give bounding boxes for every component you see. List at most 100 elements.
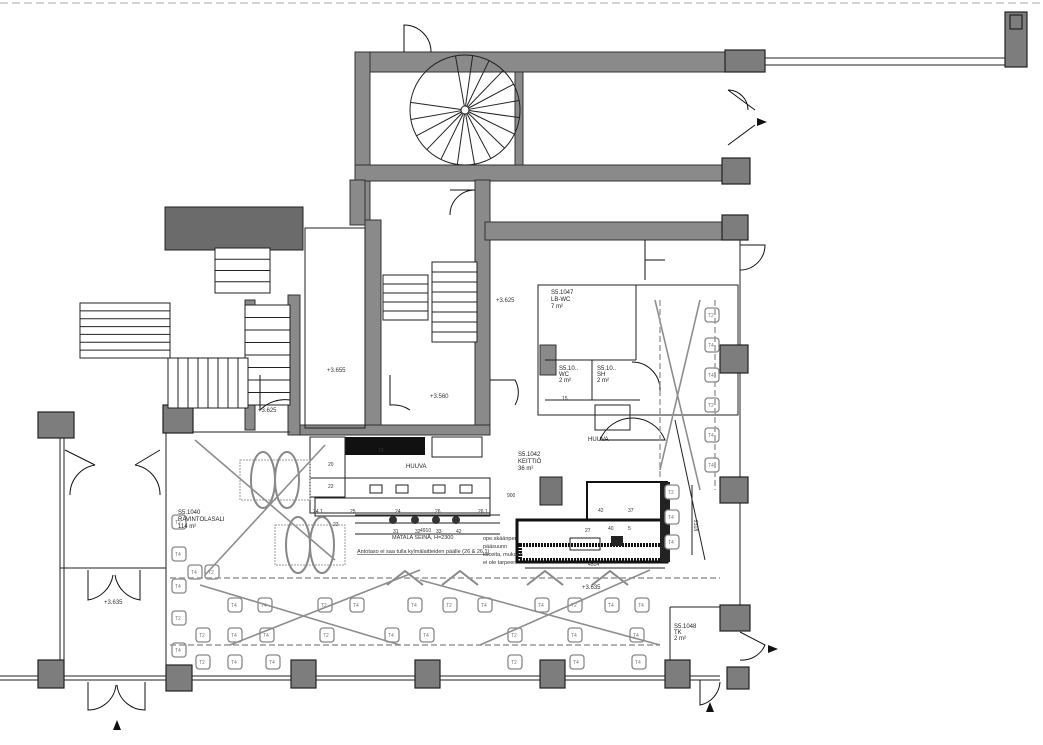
- level-corridor: +3.625: [496, 298, 515, 304]
- doors: [64, 24, 766, 711]
- dining-table: T2: [664, 484, 680, 500]
- table-top: [265, 654, 281, 670]
- lighting-lines: [170, 299, 720, 646]
- svg-text:ope.skäänpen: ope.skäänpen: [483, 536, 518, 542]
- table-label: T4: [638, 603, 644, 609]
- stairs: [79, 247, 478, 409]
- equipment-number: 15: [562, 396, 568, 402]
- table-label: T2: [199, 660, 205, 666]
- table-label: T4: [175, 584, 181, 590]
- table-label: T4: [175, 552, 181, 558]
- dim-counter-length: 4910: [420, 528, 431, 534]
- table-top: [204, 564, 220, 580]
- table-label: T4: [231, 603, 237, 609]
- dining-table: T2: [704, 307, 720, 323]
- stair-tread: [416, 111, 462, 137]
- dining-table: T2: [704, 397, 720, 413]
- dining-table: T4: [171, 546, 187, 562]
- svg-text:ei ole tarpeen: ei ole tarpeen: [483, 560, 516, 566]
- table-label: T4: [481, 603, 487, 609]
- equipment-number: 20: [328, 462, 334, 468]
- stair-flight: [382, 274, 429, 321]
- dining-table: T4: [349, 597, 365, 613]
- dining-table: T4: [187, 564, 203, 580]
- stair-tread: [467, 70, 504, 108]
- table-label: T4: [668, 515, 674, 521]
- table-top: [171, 578, 187, 594]
- table-label: T2: [668, 490, 674, 496]
- equipment-number: 24.1: [313, 509, 323, 515]
- dining-table: T4: [265, 654, 281, 670]
- svg-text:S5.1047: S5.1047: [551, 290, 574, 296]
- table-label: T4: [708, 463, 714, 469]
- table-label: T2: [708, 313, 714, 319]
- entrance-arrow: [706, 702, 714, 712]
- angled-table: [591, 569, 629, 586]
- table-top: [171, 514, 187, 530]
- table-top: [507, 654, 523, 670]
- svg-text:TK: TK: [674, 630, 682, 636]
- table-label: T4: [608, 603, 614, 609]
- room-label-lbwc: S5.1047 LB-WC 7 m²: [551, 290, 574, 310]
- level-stair-mid: +3.560: [430, 394, 449, 400]
- equipment-number: 42: [598, 508, 604, 514]
- svg-text:S5.10..: S5.10..: [559, 366, 578, 372]
- stair-tread: [426, 112, 463, 150]
- table-top: [664, 534, 680, 550]
- dining-table: T4: [227, 597, 243, 613]
- level-dining: +3.635: [582, 585, 601, 591]
- table-top: [704, 367, 720, 383]
- svg-text:pääsuunn: pääsuunn: [483, 544, 507, 550]
- dining-table: T2: [319, 627, 335, 643]
- columns: [37, 11, 1028, 692]
- stair-tread: [468, 111, 515, 135]
- dining-table: T2: [171, 610, 187, 626]
- equipment-number: 25: [350, 509, 356, 515]
- table-label: T4: [423, 633, 429, 639]
- table-top: [704, 457, 720, 473]
- booth-grid: [274, 524, 346, 566]
- booth-seat: [274, 451, 300, 509]
- table-label: T4: [353, 603, 359, 609]
- table-top: [534, 597, 550, 613]
- roof-block: [164, 206, 304, 251]
- dim-counter-depth: 900: [507, 493, 516, 499]
- dining-table: T4: [171, 578, 187, 594]
- stair-tread: [467, 112, 505, 149]
- table-top: [187, 564, 203, 580]
- equipment-number: 26: [435, 509, 441, 515]
- svg-text:114 m²: 114 m²: [178, 524, 196, 530]
- svg-text:7 m²: 7 m²: [551, 304, 563, 310]
- dim-kitchen-depth: 2318: [692, 520, 698, 531]
- dining-table: T2: [204, 564, 220, 580]
- table-label: T4: [411, 603, 417, 609]
- dining-table: T4: [604, 597, 620, 613]
- entrance-arrow: [113, 720, 121, 730]
- table-label: T4: [708, 343, 714, 349]
- table-top: [227, 597, 243, 613]
- table-top: [319, 627, 335, 643]
- stair-tread: [466, 60, 490, 107]
- table-label: T4: [708, 433, 714, 439]
- dining-table: T4: [171, 642, 187, 658]
- dining-table: T4: [534, 597, 550, 613]
- level-entry-left: +3.635: [104, 600, 123, 606]
- equipment-number: 22: [328, 484, 334, 490]
- table-top: [349, 597, 365, 613]
- stair-tread: [456, 113, 465, 165]
- hood-label-1: HUUVA: [406, 464, 427, 470]
- table-label: T4: [231, 633, 237, 639]
- table-label: T4: [635, 660, 641, 666]
- dining-table: T4: [407, 597, 423, 613]
- svg-text:2 m²: 2 m²: [597, 378, 609, 384]
- room-label-dining: S5.1040 RAVINTOLASALI 114 m²: [178, 510, 225, 530]
- equipment-number: 32: [415, 529, 421, 535]
- table-label: T4: [175, 648, 181, 654]
- table-label: T2: [446, 603, 452, 609]
- table-label: T4: [573, 660, 579, 666]
- spiral-stair: [409, 54, 521, 166]
- table-top: [442, 597, 458, 613]
- table-label: T4: [571, 633, 577, 639]
- table-label: T2: [323, 633, 329, 639]
